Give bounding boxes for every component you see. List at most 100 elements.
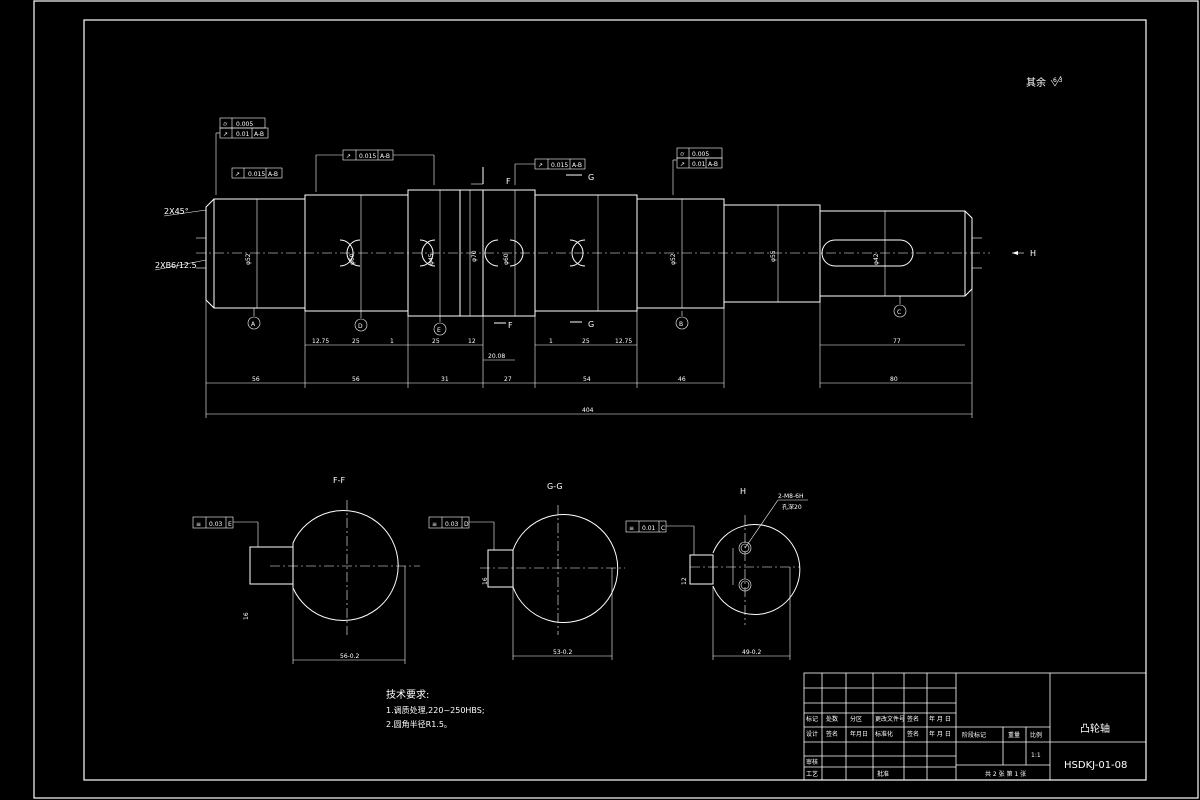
section-width-dim: 12 [681,577,688,585]
svg-text:年 月 日: 年 月 日 [929,715,951,723]
section-title: F-F [333,476,345,485]
svg-text:处数: 处数 [826,715,838,723]
sheet-info: 共 2 张 第 1 张 [985,770,1026,778]
svg-text:A-B: A-B [254,131,264,138]
drawing-frame [83,19,1147,781]
tech-requirements: 技术要求: 1.调质处理,220~250HBS; 2.圆角半径R1.5。 [386,688,485,729]
segment-dim: 27 [504,376,512,383]
key-dimension-row: 12.75 25 1 25 12 20.08 1 25 12.75 77 [305,338,965,361]
diameter-labels: φ52 φ60 φ45 φ70 φ60 φ52 φ55 φ42 [245,250,880,265]
svg-text:25: 25 [352,338,360,345]
svg-text:↗: ↗ [346,153,351,160]
datum-d: D [354,311,368,332]
drawing-number: HSDKJ-01-08 [1064,760,1127,771]
section-title: H [740,487,746,496]
hole-depth: 孔深20 [782,503,802,511]
svg-text:设计: 设计 [806,730,818,738]
segment-dim: 46 [678,376,686,383]
svg-text:0.005: 0.005 [692,151,709,158]
chamfer-label: 2X45° [164,207,189,216]
datum-markers: A D E B C [247,296,907,336]
svg-text:E: E [437,327,441,334]
approve-label: 批准 [877,770,889,778]
section-tol-value: 0.03 [445,521,459,528]
section-depth-dim: 53-0.2 [553,649,573,656]
part-name: 凸轮轴 [1080,722,1110,735]
title-design-row: 设计 签名 年月日 标准化 签名 年 月 日 [806,730,951,738]
segment-dim: 56 [352,376,360,383]
segment-dimension-row: 56 56 31 27 54 46 80 [205,289,973,418]
svg-text:25: 25 [432,338,440,345]
svg-text:A-B: A-B [572,162,582,169]
process-label: 工艺 [806,770,818,778]
weight-label: 重量 [1008,731,1020,739]
section-marks: F G F G [471,167,594,330]
tolerance-frame: ↗ 0.015 A-B [514,158,586,185]
svg-text:签名: 签名 [907,730,919,738]
section-width-dim: 16 [243,612,250,620]
section-depth-dim: 49-0.2 [742,649,762,656]
section-tol-datum: C [661,525,665,532]
diameter-label: φ52 [670,253,677,265]
datum-e: E [433,316,447,336]
svg-text:更改文件号: 更改文件号 [875,715,905,723]
center-hole-label: 2XB6/12.5 [155,261,197,270]
svg-text:年 月 日: 年 月 日 [929,730,951,738]
scale-value: 1:1 [1031,752,1041,759]
svg-text:≡: ≡ [629,525,634,532]
keyway-4 [571,239,586,267]
roughness-note-value: 6.3 [1053,77,1063,84]
roughness-note-text: 其余 [1026,76,1046,89]
svg-text:0.01: 0.01 [236,131,250,138]
svg-text:0.015: 0.015 [551,162,568,169]
svg-text:B: B [679,321,683,328]
keyway-3 [484,239,499,267]
svg-text:1: 1 [390,338,394,345]
tolerance-frame: ⌭ 0.005 ↗ 0.01 A-B [672,147,723,195]
segment-dim: 54 [583,376,591,383]
tolerance-frames: ⌭ 0.005 ↗ 0.01 A-B ↗ 0.015 A-B ↗ 0.015 A… [215,117,723,195]
svg-text:F: F [506,177,511,186]
view-h: H 2-M8-6H 孔深20 ≡ 0.01 C 12 49-0.2 [625,487,808,660]
tolerance-frame: ⌭ 0.005 ↗ 0.01 A-B [215,117,269,195]
tech-req-heading: 技术要求: [386,688,429,701]
svg-text:D: D [358,323,363,330]
keyway-5 [821,239,914,267]
section-tol-value: 0.03 [209,521,223,528]
diameter-label: φ55 [770,250,777,262]
svg-text:≡: ≡ [432,521,437,528]
roughness-note: 其余 6.3 [1026,75,1063,89]
tolerance-frame: ↗ 0.015 A-B [231,167,283,179]
svg-text:A-B: A-B [268,171,278,178]
tech-req-item: 2.圆角半径R1.5。 [386,719,452,729]
svg-text:G: G [588,173,594,182]
section-tol-datum: D [464,521,469,528]
svg-text:25: 25 [582,338,590,345]
keyway-1 [346,239,361,267]
svg-text:⌭: ⌭ [223,121,228,128]
section-title: G-G [547,482,563,491]
svg-text:签名: 签名 [907,715,919,723]
svg-text:F: F [508,321,513,330]
tech-req-item: 1.调质处理,220~250HBS; [386,705,485,715]
hole-note: 2-M8-6H [778,493,803,500]
tolerance-frame: ↗ 0.015 A-B [315,149,435,192]
svg-text:12: 12 [468,338,476,345]
svg-text:↗: ↗ [235,171,240,178]
svg-text:分区: 分区 [850,715,862,723]
keyway-2 [421,239,436,267]
svg-text:0.01: 0.01 [692,161,706,168]
diameter-label: φ45 [428,253,435,265]
diameter-label: φ52 [245,253,252,265]
diameter-label: φ60 [503,253,510,265]
segment-dim: 80 [890,376,898,383]
diameter-label: φ70 [471,250,478,262]
title-block: 标记 处数 分区 更改文件号 签名 年 月 日 设计 签名 年月日 标准化 签名… [803,672,1147,781]
section-tol-value: 0.01 [642,525,656,532]
svg-text:C: C [897,309,901,316]
svg-text:A-B: A-B [380,153,390,160]
svg-text:20.08: 20.08 [488,353,505,360]
scale-label: 比例 [1030,731,1042,739]
section-f-f: F-F ≡ 0.03 E 16 56-0.2 [192,476,420,664]
svg-text:⌭: ⌭ [680,151,685,158]
